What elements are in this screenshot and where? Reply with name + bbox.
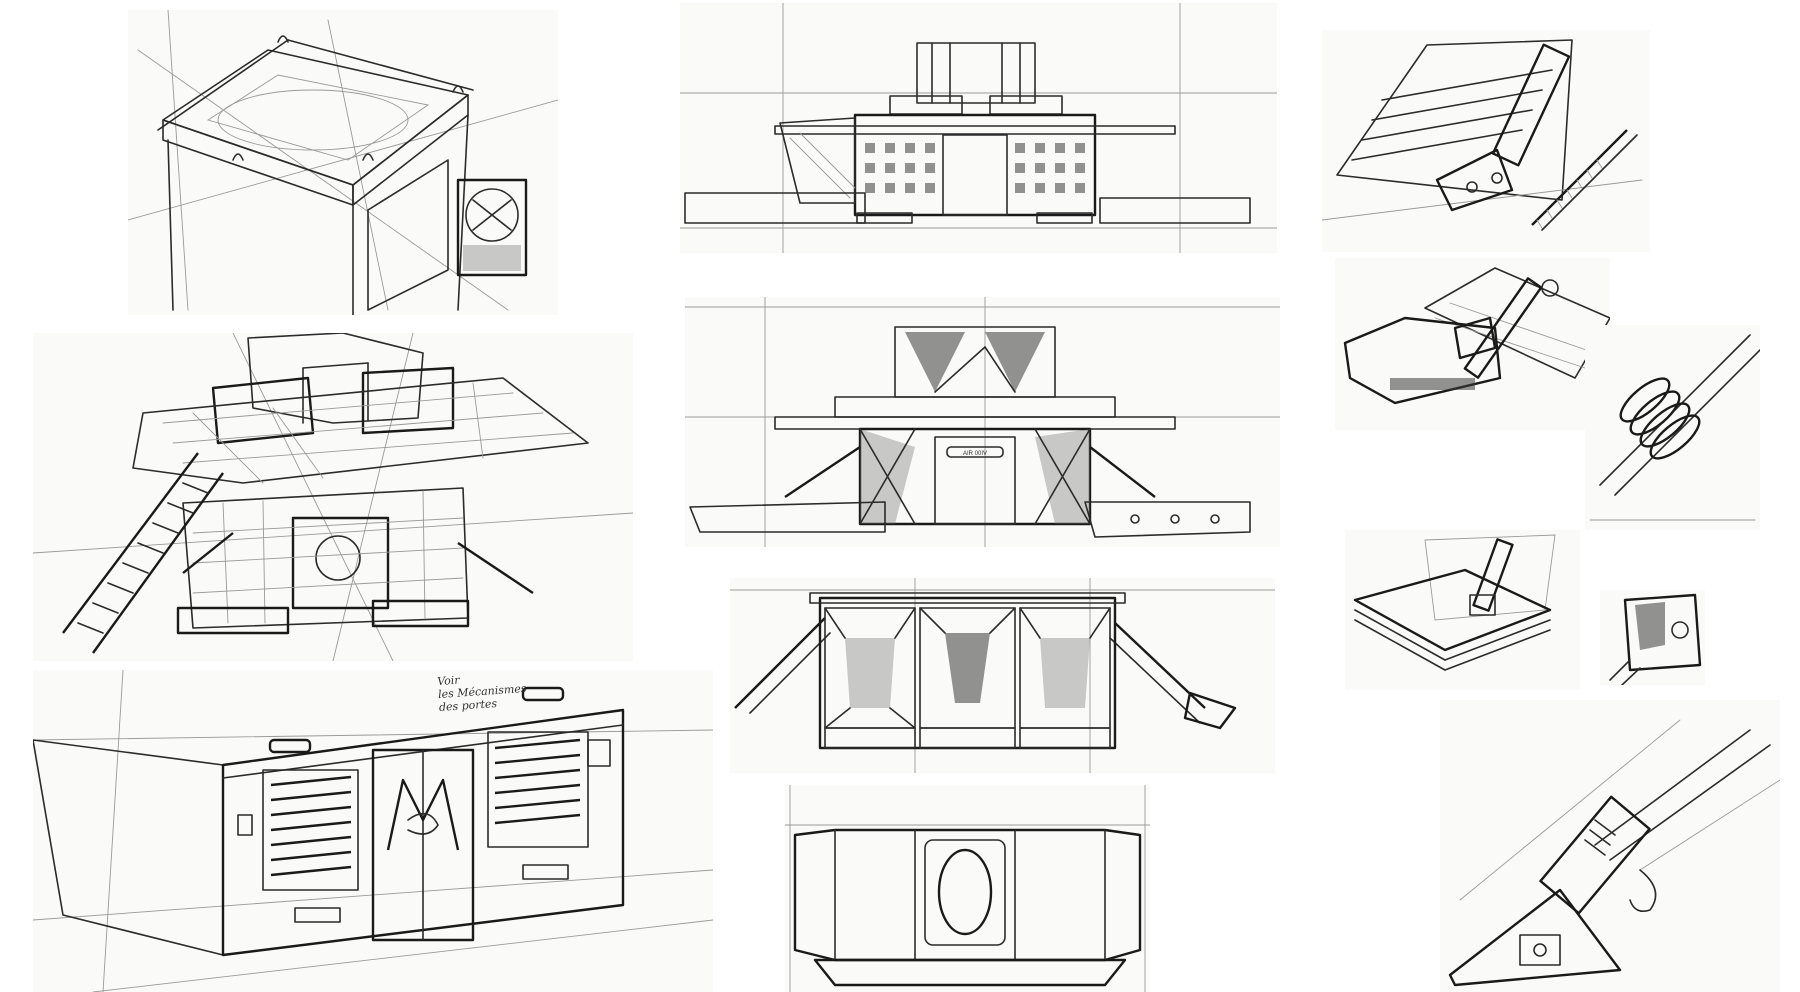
- sketch-arm-base: [1335, 258, 1610, 430]
- sketch-faceted-elevation: AIR 00IV: [685, 297, 1280, 547]
- top-tower: [211, 333, 455, 445]
- main-box: [176, 487, 470, 635]
- foot-wedge: [1448, 888, 1622, 987]
- piston-body: [1539, 795, 1657, 915]
- base-drawers: [824, 727, 1111, 749]
- oval-window: [924, 839, 1006, 946]
- center-door: [371, 748, 475, 942]
- background-wall: [1424, 534, 1556, 621]
- lamps: [232, 35, 464, 161]
- walls: [167, 114, 469, 315]
- coupler: [1609, 593, 1702, 685]
- louvre-left: [262, 769, 359, 923]
- deck-grid: [132, 377, 589, 484]
- sketch-roof-fan: [128, 10, 558, 315]
- spring-rings: [1619, 377, 1701, 460]
- louvre-right: [487, 731, 589, 880]
- door-plate-label: AIR 00IV: [963, 451, 987, 457]
- stairs: [62, 452, 224, 654]
- struts: [734, 617, 1237, 730]
- louvre-wall: [1322, 39, 1643, 221]
- vertical-piston: [1469, 538, 1514, 616]
- construction-lines: [128, 10, 558, 311]
- side-latch: [237, 739, 611, 836]
- annotation-note: Voir les Mécanismes des portes: [437, 670, 528, 714]
- sketch-spring-coupling: [1585, 325, 1760, 530]
- main-body: [774, 113, 1176, 217]
- plate-stack: [1353, 568, 1552, 671]
- bays: [824, 607, 1111, 729]
- fan-unit: [456, 178, 528, 277]
- construction-lines: [33, 670, 713, 992]
- construction-lines: [680, 3, 1277, 253]
- octagon-body: [793, 828, 1142, 962]
- faceted-body: AIR 00IV: [858, 427, 1092, 526]
- mid-deck: [774, 396, 1176, 430]
- sketch-louvre-mechanism: [1322, 30, 1650, 252]
- sketch-isometric-platform: [33, 333, 633, 661]
- sketch-oval-window-base: [785, 785, 1150, 992]
- struts: [182, 532, 534, 594]
- base-band: [813, 958, 1127, 987]
- rivet-grid-right: [1015, 143, 1085, 193]
- sketch-louvre-doors: Voir les Mécanismes des portes: [33, 670, 713, 992]
- rail: [1531, 129, 1638, 231]
- sketch-front-elevation: [680, 3, 1277, 253]
- shaft-lines: [1459, 719, 1780, 901]
- top-tower: [889, 42, 1063, 115]
- base-block: [1343, 316, 1502, 405]
- piston-arm: [1435, 43, 1571, 212]
- side-wall: [33, 739, 224, 956]
- arm-piston: [1463, 277, 1559, 379]
- roof-slab: [157, 39, 474, 206]
- sketch-coupler-box: [1600, 590, 1705, 685]
- construction-lines: [785, 785, 1150, 992]
- side-wings: [689, 446, 1251, 538]
- side-ramps: [684, 117, 1251, 224]
- sketch-three-bays: [730, 578, 1275, 773]
- rivet-grid-left: [865, 143, 935, 193]
- top-tower: [894, 326, 1056, 398]
- sketch-hinged-plate: [1345, 530, 1580, 690]
- shaft: [1589, 334, 1760, 521]
- sketch-piston-foot: [1440, 700, 1780, 992]
- roof-lamps: [268, 686, 565, 754]
